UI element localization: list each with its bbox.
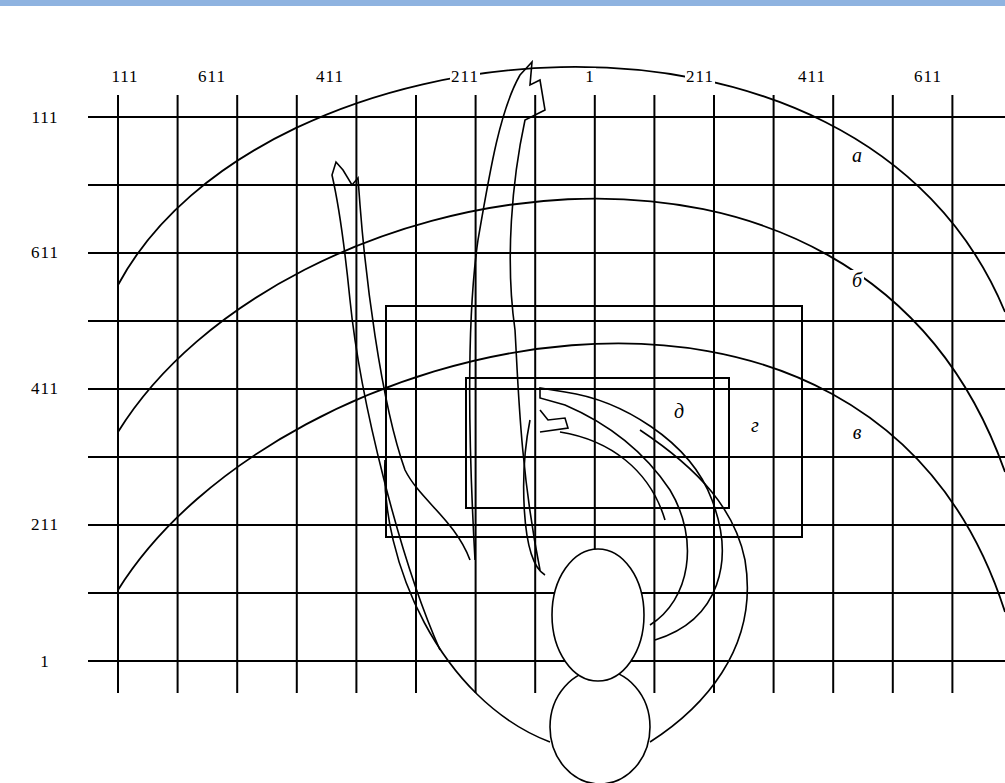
axis-value: 411: [30, 380, 60, 397]
axis-value: 1: [39, 653, 51, 670]
reach-zone-box: гд: [385, 305, 803, 538]
grid-line: [88, 184, 1005, 186]
axis-value: 611: [913, 68, 943, 85]
axis-value: 211: [30, 516, 60, 533]
shoulder: [552, 549, 644, 681]
zone-letter: д: [672, 401, 686, 421]
head: [550, 670, 650, 783]
grid: [88, 95, 1005, 693]
grid-line: [88, 660, 1005, 662]
grid-line: [88, 592, 1005, 594]
axis-value: 211: [685, 68, 715, 85]
header-bar: [0, 0, 1005, 6]
reach-arc: [118, 67, 1005, 312]
axis-value: 1: [584, 68, 596, 85]
grid-line: [88, 524, 1005, 526]
reach-arc: [118, 343, 1005, 612]
grid-line: [88, 252, 1005, 254]
axis-value: 111: [110, 68, 139, 85]
zone-letter: б: [850, 270, 864, 290]
axis-value: 211: [450, 68, 480, 85]
zone-letter: г: [749, 415, 761, 435]
grid-line: [88, 456, 1005, 458]
raised-arm: [470, 62, 545, 570]
seated-figure: [332, 62, 747, 783]
axis-value: 111: [30, 109, 59, 126]
grid-line: [88, 320, 1005, 322]
zone-letter: а: [850, 145, 864, 165]
reach-arcs: [118, 67, 1005, 612]
axis-value: 411: [797, 68, 827, 85]
zone-letter: в: [851, 422, 864, 442]
reach-zone-box: д: [465, 377, 730, 509]
axis-value: 611: [30, 244, 60, 261]
reach-arc: [118, 199, 1005, 472]
near-hand: [540, 410, 568, 432]
axis-value: 611: [197, 68, 227, 85]
axis-value: 411: [315, 68, 345, 85]
side-arm: [332, 162, 470, 650]
grid-line: [88, 116, 1005, 118]
